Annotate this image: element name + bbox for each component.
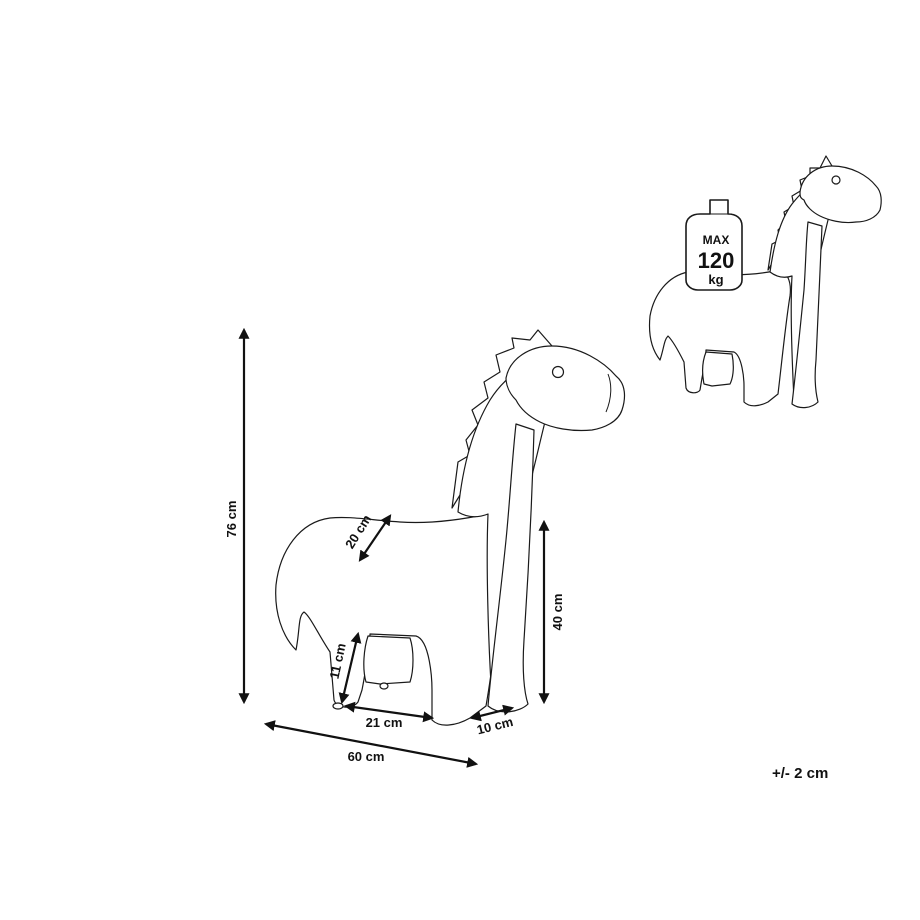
small-leg-gap xyxy=(702,351,734,387)
label-leg-gap-height: 11 cm xyxy=(327,642,349,680)
dim-arrow-21 xyxy=(343,701,435,723)
dim-arrow-60 xyxy=(263,720,479,768)
head xyxy=(505,345,626,432)
leg-gap xyxy=(363,635,414,685)
weight-value: 120 xyxy=(698,248,735,273)
foot xyxy=(332,702,344,710)
dim-arrow-11 xyxy=(338,631,362,705)
label-seat-height: 40 cm xyxy=(550,594,565,631)
label-height-total: 76 cm xyxy=(224,501,239,538)
dinosaur-pouf-main xyxy=(275,329,626,726)
label-leg-gap-width: 21 cm xyxy=(366,715,403,730)
label-length-total: 60 cm xyxy=(348,749,385,764)
body xyxy=(275,513,506,726)
foot xyxy=(379,682,389,690)
dinosaur-pouf-small xyxy=(648,155,882,409)
max-weight-badge: MAX 120 kg xyxy=(685,199,743,291)
dimension-lines xyxy=(238,327,550,768)
weight-max-label: MAX xyxy=(703,233,730,247)
snout-line xyxy=(605,373,612,413)
weight-icon xyxy=(685,199,743,291)
dim-arrow-10 xyxy=(469,704,515,722)
weight-unit: kg xyxy=(708,272,723,287)
tolerance-note: +/- 2 cm xyxy=(772,765,828,782)
small-eye xyxy=(831,175,841,185)
dim-arrow-20 xyxy=(358,514,392,562)
label-foot-width: 10 cm xyxy=(475,714,514,737)
small-front-leg xyxy=(791,221,823,409)
eye xyxy=(551,365,565,379)
small-head xyxy=(799,165,882,224)
